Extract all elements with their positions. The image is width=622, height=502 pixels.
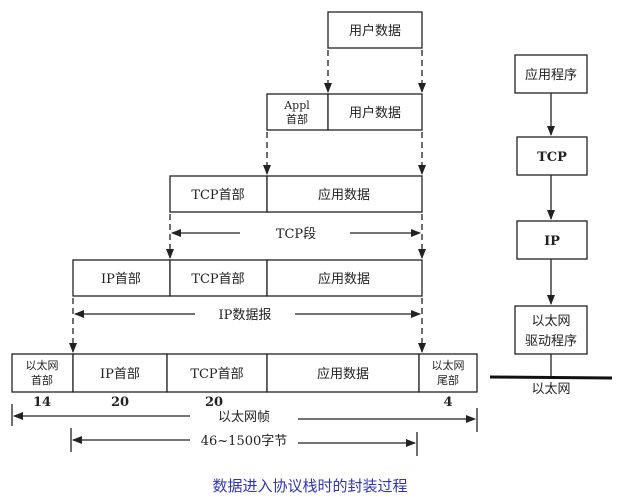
eth-tcp-header-box bbox=[166, 353, 268, 393]
row-application: Appl 首部 用户数据 bbox=[266, 93, 423, 131]
size-eth-header: 14 bbox=[33, 395, 51, 410]
stack-driver-box bbox=[514, 305, 588, 355]
ip-data-box bbox=[266, 259, 423, 297]
row-user-data: 用户数据 bbox=[327, 11, 423, 49]
eth-ip-header-label: IP首部 bbox=[100, 367, 140, 382]
diagram-caption: 数据进入协议栈时的封装过程 bbox=[212, 477, 407, 495]
stack-ip-box bbox=[516, 220, 588, 260]
app-data-label: 用户数据 bbox=[349, 105, 401, 121]
ip-datagram-label: IP数据报 bbox=[219, 308, 272, 323]
ip-header-label: IP首部 bbox=[101, 272, 141, 287]
tcp-data-label: 应用数据 bbox=[318, 187, 370, 203]
tcp-header-label: TCP首部 bbox=[191, 188, 244, 203]
tcp-segment-label: TCP段 bbox=[276, 227, 316, 242]
stack-driver-label-2: 驱动程序 bbox=[525, 334, 577, 349]
row-tcp: TCP首部 应用数据 bbox=[169, 175, 423, 213]
row-ethernet: 以太网 首部 IP首部 TCP首部 应用数据 以太网 尾部 bbox=[11, 353, 478, 393]
eth-header-label-1: 以太网 bbox=[26, 359, 59, 372]
stack-ip-label: IP bbox=[544, 234, 560, 249]
size-eth-trailer: 4 bbox=[443, 395, 452, 410]
ip-data-label: 应用数据 bbox=[318, 271, 370, 287]
app-header-box bbox=[266, 93, 329, 131]
tcp-header-box bbox=[169, 175, 268, 213]
tcp-data-box bbox=[266, 175, 423, 213]
user-data-label: 用户数据 bbox=[349, 23, 401, 39]
stack-application-label: 应用程序 bbox=[525, 67, 577, 83]
eth-trailer-label-2: 尾部 bbox=[437, 373, 459, 387]
eth-data-box bbox=[266, 353, 420, 393]
size-ip-header: 20 bbox=[111, 395, 129, 410]
stack-tcp-label: TCP bbox=[537, 150, 567, 165]
stack-application-box bbox=[514, 54, 588, 94]
stack-network-label: 以太网 bbox=[531, 382, 570, 397]
eth-header-label-2: 首部 bbox=[31, 373, 53, 387]
size-tcp-header: 20 bbox=[205, 395, 223, 410]
row-ip: IP首部 TCP首部 应用数据 bbox=[72, 259, 423, 297]
stack-tcp-box bbox=[516, 136, 588, 176]
protocol-stack: 应用程序 TCP IP 以太网 驱动程序 以太网 bbox=[489, 54, 613, 397]
app-header-label-1: Appl bbox=[283, 99, 310, 112]
eth-trailer-label-1: 以太网 bbox=[432, 359, 465, 372]
eth-trailer-box bbox=[418, 353, 478, 393]
eth-data-label: 应用数据 bbox=[317, 366, 369, 382]
user-data-box bbox=[327, 11, 423, 49]
ethernet-bus-line bbox=[489, 375, 613, 380]
ip-tcp-header-label: TCP首部 bbox=[191, 272, 244, 287]
app-data-box bbox=[327, 93, 423, 131]
eth-header-box bbox=[11, 353, 74, 393]
payload-size-label: 46~1500字节 bbox=[201, 434, 288, 449]
app-header-label-2: 首部 bbox=[286, 112, 308, 126]
stack-driver-label-1: 以太网 bbox=[531, 314, 570, 329]
eth-tcp-header-label: TCP首部 bbox=[190, 367, 243, 382]
ethernet-frame-label: 以太网帧 bbox=[218, 410, 270, 425]
